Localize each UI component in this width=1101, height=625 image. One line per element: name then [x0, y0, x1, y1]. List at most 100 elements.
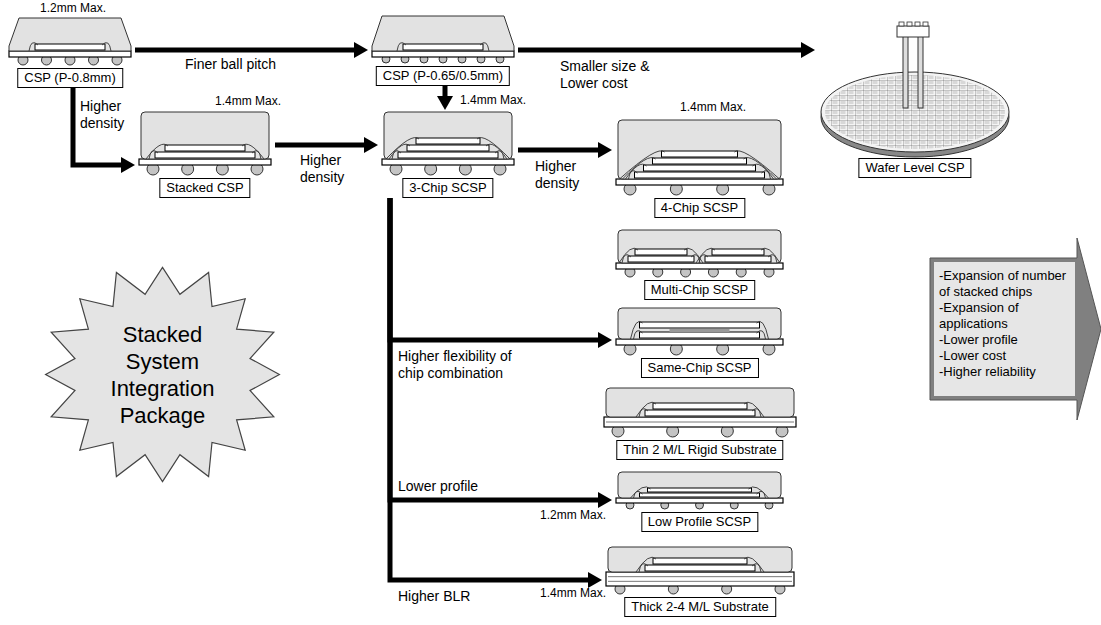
package-label: Stacked CSP: [135, 110, 275, 198]
arrow-line: [443, 86, 448, 96]
dimension-label: 1.4mm Max.: [540, 586, 606, 600]
arrow-line: [390, 198, 598, 340]
arrow-head: [354, 42, 368, 58]
drawing-part: [635, 172, 765, 178]
drawing-part: [635, 249, 687, 255]
drawing-part: [146, 144, 168, 159]
drawing-part: [923, 22, 928, 26]
drawing-part: [616, 263, 783, 269]
package-name: 3-Chip SCSP: [402, 178, 493, 198]
drawing-part: [752, 409, 761, 417]
trend-item: -Lower cost: [939, 348, 1073, 364]
package-name: Wafer Level CSP: [858, 158, 971, 178]
dimension-label: 1.4mm Max.: [680, 100, 746, 114]
drawing-part: [606, 572, 794, 586]
package-label: Wafer Level CSP: [815, 20, 1015, 178]
drawing-part: [825, 75, 1005, 149]
drawing-part: [372, 16, 514, 51]
drawing-part: [899, 22, 904, 26]
drawing-part: [684, 248, 703, 263]
package-label: Thin 2 M/L Rigid Substrate: [600, 386, 800, 460]
drawing-part: [620, 151, 665, 179]
drawing-part: [653, 403, 747, 409]
drawing-part: [705, 256, 771, 262]
drawing-part: [372, 51, 514, 57]
drawing-part: [636, 557, 656, 572]
drawing-part: [653, 158, 747, 164]
package-label: Low Profile SCSP: [612, 470, 787, 532]
drawing-part: [139, 159, 271, 165]
drawing-part: [382, 159, 514, 165]
arrow-line: [390, 198, 598, 500]
package-label: CSP (P-0.65/0.5mm): [368, 14, 518, 86]
drawing-part: [608, 547, 792, 572]
package-drawing: [612, 228, 787, 278]
drawing-part: [618, 120, 781, 179]
drawing-part: [606, 422, 794, 423]
drawing-part: [242, 144, 264, 159]
package-drawing: [612, 118, 787, 196]
flow-arrow: [275, 137, 378, 153]
drawing-part: [744, 557, 764, 572]
drawing-part: [631, 487, 651, 498]
dimension-label: 1.2mm Max.: [40, 1, 106, 15]
drawing-part: [616, 179, 783, 185]
arrow-line: [518, 48, 801, 53]
package-drawing: [135, 110, 275, 176]
package-name: 4-Chip SCSP: [654, 198, 745, 218]
drawing-part: [640, 322, 760, 328]
package-label: Same-Chip SCSP: [612, 306, 787, 378]
edge-label: Finer ball pitch: [185, 56, 325, 73]
arrow-line: [275, 143, 364, 148]
package-name: CSP (P-0.8mm): [17, 68, 123, 88]
package-name: Multi-Chip SCSP: [644, 280, 756, 300]
drawing-part: [744, 402, 764, 417]
flow-arrow: [135, 42, 368, 58]
drawing-part: [608, 576, 792, 577]
edge-label: Smaller size & Lower cost: [560, 58, 670, 92]
trend-item: -Expansion of applications: [939, 300, 1073, 332]
drawing-part: [618, 230, 781, 263]
arrow-head: [588, 572, 602, 588]
drawing-part: [618, 472, 781, 498]
drawing-part: [149, 151, 158, 159]
flow-arrow: [73, 88, 135, 173]
drawing-part: [407, 145, 489, 151]
edge-label: Higher density: [535, 158, 597, 192]
package-label: 3-Chip SCSP: [378, 110, 518, 198]
drawing-part: [645, 565, 755, 571]
drawing-part: [752, 564, 761, 572]
drawing-part: [645, 410, 755, 416]
starburst-title: Stacked System Integration Package: [40, 262, 285, 487]
package-drawing: [378, 110, 518, 176]
drawing-part: [480, 43, 489, 51]
drawing-part: [639, 409, 648, 417]
drawing-part: [477, 138, 510, 159]
drawing-part: [604, 417, 796, 427]
drawing-part: [934, 262, 1075, 396]
drawing-part: [165, 145, 245, 151]
starburst-shape: [40, 262, 285, 487]
flow-arrow: [390, 198, 612, 508]
drawing-part: [416, 138, 480, 144]
flow-arrow: [390, 198, 602, 588]
drawing-part: [640, 493, 760, 497]
arrow-line: [518, 148, 598, 153]
drawing-part: [662, 151, 738, 157]
drawing-part: [403, 44, 483, 50]
drawing-part: [897, 26, 929, 37]
drawing-part: [616, 339, 783, 345]
drawing-part: [608, 581, 792, 582]
arrow-head: [598, 142, 612, 158]
drawing-part: [670, 329, 730, 332]
drawing-part: [35, 44, 105, 50]
drawing-part: [628, 256, 694, 262]
drawing-part: [918, 36, 923, 108]
drawing-part: [757, 331, 766, 339]
drawing-part: [29, 43, 38, 51]
trend-item: -Higher reliability: [939, 364, 1073, 380]
drawing-part: [735, 151, 780, 179]
package-drawing: [600, 386, 800, 438]
package-drawing: [5, 16, 135, 66]
